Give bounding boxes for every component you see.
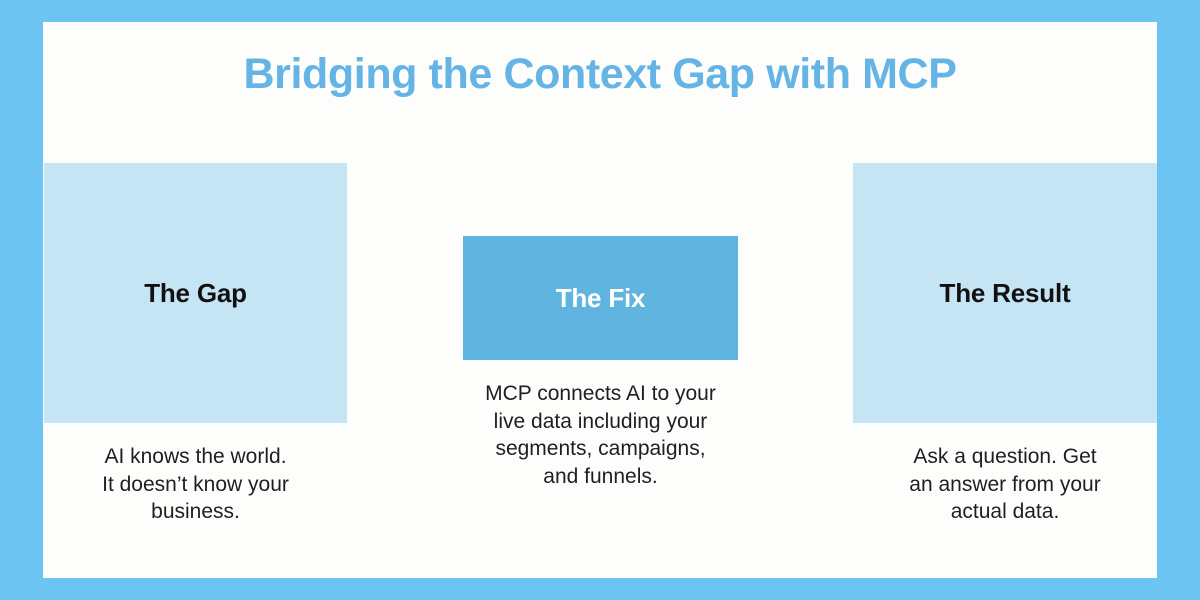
column-gap: The Gap AI knows the world. It doesn’t k… — [44, 163, 347, 526]
caption-gap-line-2: It doesn’t know your — [102, 472, 289, 496]
caption-result-line-1: Ask a question. Get — [913, 445, 1097, 468]
caption-gap-line-1: AI knows the world. — [104, 445, 287, 468]
card-result-label: The Result — [939, 277, 1071, 308]
caption-fix: MCP connects AI to your live data includ… — [463, 380, 738, 491]
slide-stage: Bridging the Context Gap with MCP The Ga… — [43, 22, 1157, 578]
caption-fix-line-4: and funnels. — [543, 465, 658, 489]
page-title: Bridging the Context Gap with MCP — [243, 50, 957, 98]
card-gap-label: The Gap — [144, 277, 247, 308]
caption-fix-line-2: live data including your — [493, 409, 708, 433]
column-fix: The Fix MCP connects AI to your live dat… — [463, 163, 738, 491]
card-gap[interactable]: The Gap — [44, 163, 347, 423]
caption-gap: AI knows the world. It doesn’t know your… — [44, 443, 347, 526]
card-result[interactable]: The Result — [853, 163, 1157, 423]
caption-result-line-3: actual data. — [950, 500, 1060, 524]
card-fix-label: The Fix — [555, 282, 646, 313]
card-fix[interactable]: The Fix — [463, 236, 738, 360]
caption-gap-line-3: business. — [151, 500, 240, 524]
caption-fix-line-1: MCP connects AI to your — [485, 382, 716, 405]
column-result: The Result Ask a question. Get an answer… — [853, 163, 1157, 526]
caption-result-line-2: an answer from your — [909, 472, 1101, 496]
caption-result: Ask a question. Get an answer from your … — [853, 443, 1157, 526]
caption-fix-line-3: segments, campaigns, — [495, 437, 706, 461]
